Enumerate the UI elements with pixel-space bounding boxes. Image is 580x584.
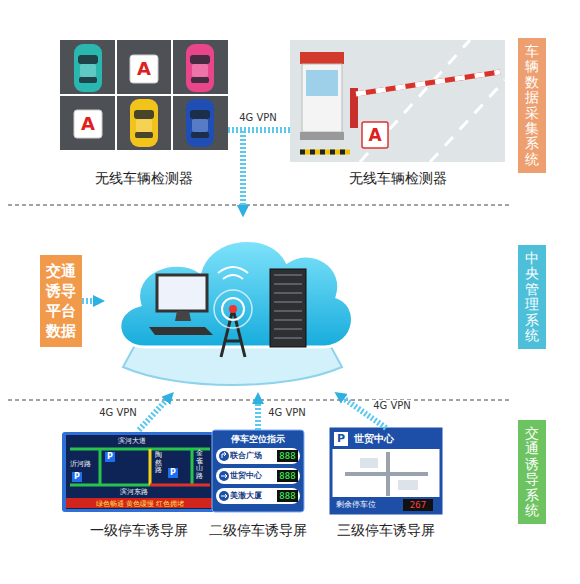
space-count: 888: [277, 490, 298, 502]
band-label: 中央管理系统: [518, 245, 546, 349]
band-label: 车辆数据采集系统: [518, 38, 546, 173]
sign-letter: A: [362, 122, 388, 148]
link-label: 4G VPN: [371, 400, 413, 412]
system-band: AA无线车辆检测器A无线车辆检测器车辆数据采集系统: [0, 0, 580, 205]
screen-caption: 三级停车诱导屏: [337, 522, 435, 539]
parking-mark: P: [72, 472, 82, 482]
link-label: 4G VPN: [266, 407, 308, 419]
road-name: 沂河路: [70, 460, 91, 468]
parking-mark: P: [168, 468, 178, 478]
road-name: 金雀山路: [196, 450, 203, 481]
sign-letter: A: [74, 110, 102, 138]
screen-caption: 二级停车诱导屏: [209, 522, 307, 539]
place-name: 世贸中心: [354, 433, 394, 445]
guidance-screen: P 世贸中心剩余停车位 267 三级停车诱导屏: [330, 428, 442, 550]
sign-letter: A: [130, 55, 158, 83]
vpn-link: [82, 298, 95, 304]
platform-label: 交通诱导平台数据: [46, 261, 76, 341]
space-count: 267: [403, 499, 433, 511]
detector-node: A 无线车辆检测器: [290, 40, 505, 190]
vpn-link: [243, 130, 290, 207]
parking-mark: P: [334, 432, 348, 446]
place-name: 联合广场: [230, 450, 262, 462]
gate-picture: [290, 40, 505, 162]
screen-caption: 一级停车诱导屏: [90, 522, 188, 539]
device-caption: 无线车辆检测器: [349, 170, 447, 187]
road-name: 陶然路: [155, 452, 162, 475]
traffic-key: 绿色畅通 黄色缓慢 红色拥堵: [66, 499, 214, 509]
parking-mark: P: [105, 452, 115, 462]
road-name: 滨河东路: [120, 488, 148, 496]
space-screen-picture: [212, 430, 304, 512]
vpn-link: [139, 399, 167, 430]
map-screen-picture: [62, 432, 218, 512]
device-caption: 无线车辆检测器: [95, 170, 193, 187]
place-name: 世贸中心: [230, 470, 262, 482]
vpn-link: [255, 402, 261, 430]
band-divider: [8, 205, 512, 206]
road-name: 滨河大道: [118, 437, 146, 445]
place-name: 美澈大厦: [230, 490, 262, 502]
remaining-label: 剩余停车位: [336, 499, 376, 511]
count-screen-picture: [331, 429, 441, 513]
space-count: 888: [277, 470, 298, 482]
band-divider: [8, 400, 512, 401]
link-label: 4G VPN: [237, 112, 279, 124]
cloud-shape: [105, 217, 360, 392]
cloud-center: [105, 217, 360, 392]
system-band: 交通诱导平台数据 中央管理系统: [0, 205, 580, 400]
guidance-screen: 滨河大道沂河路 P P 陶然路 金雀山路 P 滨河东路绿色畅通 黄色缓慢 红色拥堵一级停车诱…: [60, 430, 218, 550]
parking-lot-picture: [60, 40, 228, 150]
detector-node: AA 无线车辆检测器: [60, 40, 228, 190]
link-label: 4G VPN: [97, 407, 139, 419]
platform-data-box: 交通诱导平台数据: [40, 255, 82, 347]
guidance-screen: 停车空位指示联合广场 888 世贸中心 888 美澈大厦 888 二级停车诱导屏: [212, 430, 304, 550]
band-label: 交通诱导系统: [518, 420, 546, 524]
system-band: 滨河大道沂河路 P P 陶然路 金雀山路 P 滨河东路绿色畅通 黄色缓慢 红色拥堵一级停车诱…: [0, 400, 580, 584]
screen-title: 停车空位指示: [212, 433, 304, 445]
space-count: 888: [277, 450, 298, 462]
